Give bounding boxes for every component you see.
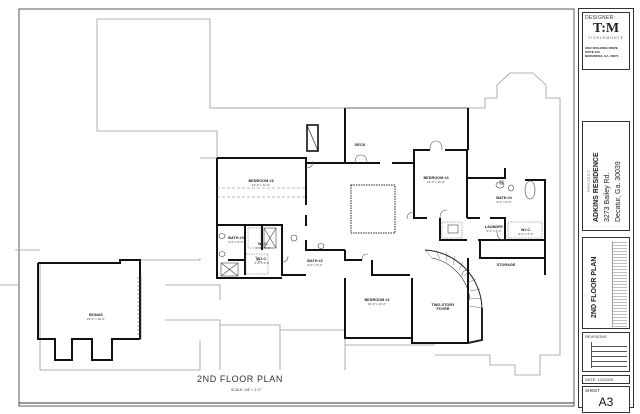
project-city: Decatur, Ga. 30039 [615, 161, 622, 222]
room-wic-3a: W.I.C.6'-0" x 5'-0" [255, 242, 271, 250]
revisions-label: REVISIONS [585, 334, 607, 339]
designer-firm: TICKLEMONTE [588, 36, 624, 40]
fixtures [218, 180, 536, 277]
ceiling-lines [217, 187, 306, 198]
walls [37, 108, 546, 361]
bonus-stair [137, 275, 142, 340]
revisions-table [591, 342, 627, 368]
room-wic-4: W.I.C.6'-0" x 5'-0" [518, 228, 534, 236]
sheet-label: SHEET [585, 388, 601, 393]
project-box: PROJECT: ADKINS RESIDENCE 3273 Bailey Rd… [582, 121, 630, 231]
drawing-border [18, 8, 575, 407]
general-notes [612, 241, 627, 327]
room-deck: DECK [354, 143, 366, 147]
designer-box: DESIGNER: T:M TICKLEMONTE 1602 SPALDING … [582, 12, 630, 70]
room-storage: STORAGE [496, 263, 516, 267]
project-name: ADKINS RESIDENCE [593, 152, 600, 222]
sheet-title: 2ND FLOOR PLAN [591, 256, 598, 318]
sheet-title-box: 2ND FLOOR PLAN [582, 237, 630, 329]
revisions-box: REVISIONS [582, 332, 630, 372]
sheet-number-box: SHEET A3 [582, 386, 630, 413]
room-wic-3b: W.I.C.6'-0" x 5'-0" [254, 257, 270, 265]
title-block: DESIGNER: T:M TICKLEMONTE 1602 SPALDING … [578, 8, 634, 413]
spiral-stair [424, 249, 483, 344]
doors [255, 140, 506, 277]
sheet-number: A3 [598, 395, 614, 409]
project-label: PROJECT: [586, 168, 591, 192]
designer-logo: T:M [592, 21, 620, 36]
open-to-below [350, 184, 396, 234]
plan-title: 2ND FLOOR PLAN [197, 374, 283, 384]
plan-scale: SCALE: 1/8" = 1'-0" [231, 388, 262, 392]
designer-address: 1602 SPALDING DRIVE SUITE 100 NORCROSS, … [585, 46, 619, 58]
date-box: DATE: 1/1/2020 [582, 375, 630, 384]
room-two-story-foyer: TWO-STORY FOYER [431, 303, 455, 311]
designer-label: DESIGNER: [585, 15, 616, 21]
project-address: 3273 Bailey Rd. [604, 172, 611, 222]
